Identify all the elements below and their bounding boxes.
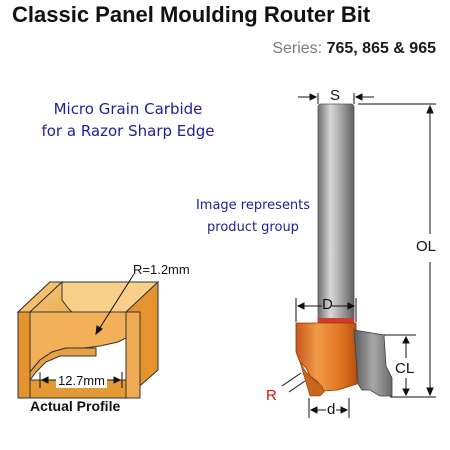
radius-label: R=1.2mm — [133, 262, 190, 277]
tagline: Micro Grain Carbide for a Razor Sharp Ed… — [18, 98, 238, 142]
note-line-1: Image represents — [195, 198, 311, 213]
dim-s-label: S — [330, 87, 341, 104]
shank — [317, 103, 355, 327]
dim-ol-label: OL — [416, 238, 437, 255]
cutter-body — [295, 322, 358, 392]
tagline-line-1: Micro Grain Carbide — [53, 100, 203, 118]
router-bit — [295, 103, 393, 397]
dim-small-d-label: d — [327, 401, 336, 418]
series-line: Series: 765, 865 & 965 — [272, 40, 436, 58]
dim-r-label: R — [266, 387, 277, 404]
profile-left-wall — [17, 311, 31, 399]
dim-d-label: D — [322, 296, 333, 313]
series-label: Series: — [272, 40, 323, 57]
profile-drawing — [16, 280, 160, 400]
profile-width-label: 12.7mm — [56, 373, 107, 388]
note-line-2: product group — [207, 220, 299, 235]
series-value: 765, 865 & 965 — [326, 40, 436, 57]
carbide-tip — [353, 329, 393, 397]
profile-step — [29, 347, 97, 382]
bearing-profile — [299, 361, 325, 397]
shank-collar — [318, 318, 354, 324]
dim-cl-label: CL — [395, 360, 415, 377]
profile-right-side — [125, 311, 141, 399]
dimension-lines — [281, 93, 436, 418]
tagline-line-2: for a Razor Sharp Edge — [41, 122, 215, 140]
image-note: Image represents product group — [182, 195, 324, 239]
page-title: Classic Panel Moulding Router Bit — [12, 2, 371, 27]
profile-caption: Actual Profile — [30, 398, 121, 414]
